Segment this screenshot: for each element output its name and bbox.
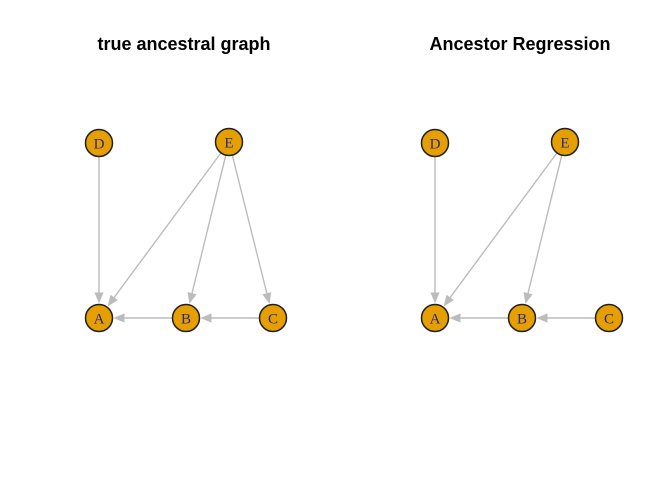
node-label-B: B — [517, 311, 527, 327]
edge-C-B — [536, 313, 595, 323]
node-label-D: D — [94, 136, 105, 152]
node-circle-C — [594, 303, 624, 333]
node-C: C — [258, 303, 288, 333]
node-E: E — [550, 127, 580, 157]
node-C: C — [594, 303, 624, 333]
edge-C-B — [200, 313, 259, 323]
edge-E-C — [231, 155, 272, 304]
node-E: E — [214, 127, 244, 157]
node-circle-D — [84, 128, 114, 158]
arrowhead-C-B — [536, 313, 548, 323]
node-A: A — [84, 303, 114, 333]
panel-true-ancestral-graph: true ancestral graph D E A B C — [84, 34, 288, 333]
graph-true-ancestral: D E A B C — [84, 127, 288, 333]
node-circle-C — [258, 303, 288, 333]
node-A: A — [420, 303, 450, 333]
arrowhead-C-B — [200, 313, 212, 323]
node-circle-E — [214, 127, 244, 157]
arrowhead-D-A — [94, 292, 104, 304]
edge-D-A — [94, 157, 104, 304]
edge-E-B — [187, 155, 227, 304]
edge-E-A — [443, 152, 558, 307]
node-label-A: A — [430, 311, 441, 327]
edge-B-A — [449, 313, 508, 323]
arrowhead-B-A — [449, 313, 461, 323]
node-circle-A — [84, 303, 114, 333]
arrowhead-D-A — [430, 292, 440, 304]
arrowhead-E-B — [187, 292, 197, 304]
graph-ancestor-regression: D E A B C — [420, 127, 624, 333]
node-label-B: B — [181, 311, 191, 327]
node-circle-D — [420, 128, 450, 158]
panel-title: true ancestral graph — [97, 34, 270, 54]
panel-title: Ancestor Regression — [429, 34, 610, 54]
node-label-C: C — [604, 311, 614, 327]
node-B: B — [171, 303, 201, 333]
arrowhead-E-B — [523, 292, 533, 304]
edge-E-A — [107, 152, 222, 307]
node-circle-E — [550, 127, 580, 157]
edge-E-B — [523, 155, 563, 304]
node-circle-A — [420, 303, 450, 333]
panel-ancestor-regression: Ancestor Regression D E A B C — [336, 0, 672, 480]
node-label-C: C — [268, 311, 278, 327]
arrowhead-B-A — [113, 313, 125, 323]
node-label-E: E — [224, 135, 233, 151]
node-D: D — [420, 128, 450, 158]
node-B: B — [507, 303, 537, 333]
node-label-E: E — [560, 135, 569, 151]
arrowhead-E-C — [262, 292, 272, 304]
node-circle-B — [171, 303, 201, 333]
edge-B-A — [113, 313, 172, 323]
node-D: D — [84, 128, 114, 158]
edge-D-A — [430, 157, 440, 304]
node-label-A: A — [94, 311, 105, 327]
arrowhead-E-A — [107, 294, 118, 307]
node-label-D: D — [430, 136, 441, 152]
arrowhead-E-A — [443, 294, 454, 307]
node-circle-B — [507, 303, 537, 333]
